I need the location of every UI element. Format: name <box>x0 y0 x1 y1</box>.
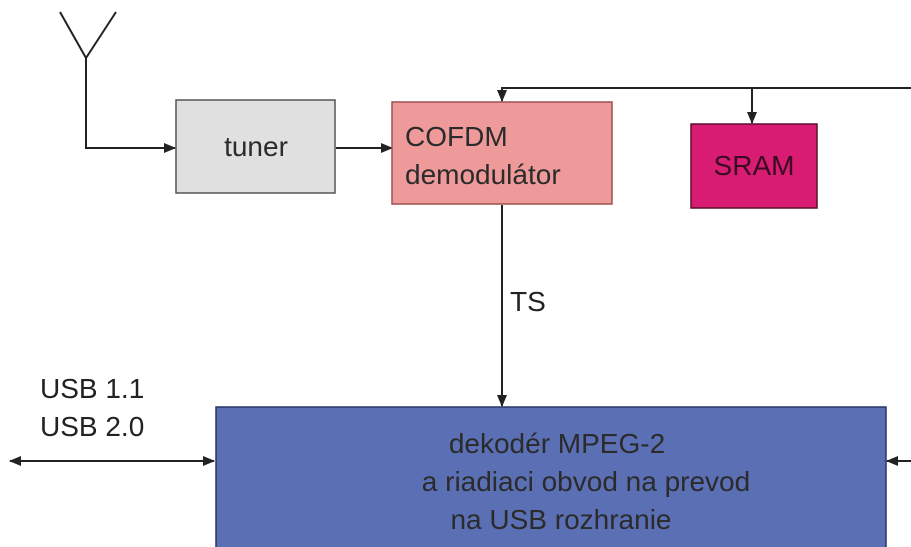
decoder-label-line2: a riadiaci obvod na prevod <box>421 466 751 497</box>
antenna-to-tuner-line <box>85 58 176 153</box>
tuner-block <box>175 99 336 194</box>
usb-2-0-label: USB 2.0 <box>40 411 145 442</box>
decoder-label-line3: na USB rozhranie <box>450 504 672 535</box>
sram-block <box>690 123 818 209</box>
tuner-label: tuner <box>224 130 288 162</box>
cofdm-label: COFDM <box>405 121 508 152</box>
ts-label: TS <box>510 286 546 317</box>
demodulator-label: demodulátor <box>405 159 561 190</box>
usb-1-1-label: USB 1.1 <box>40 373 145 404</box>
antenna-icon <box>59 11 117 59</box>
cofdm-demodulator-block <box>391 101 613 205</box>
decoder-label-line1: dekodér MPEG-2 <box>448 428 666 459</box>
control-bus-line <box>497 87 911 102</box>
mpeg-decoder-block <box>215 406 887 547</box>
sram-label: SRAM <box>713 150 795 182</box>
